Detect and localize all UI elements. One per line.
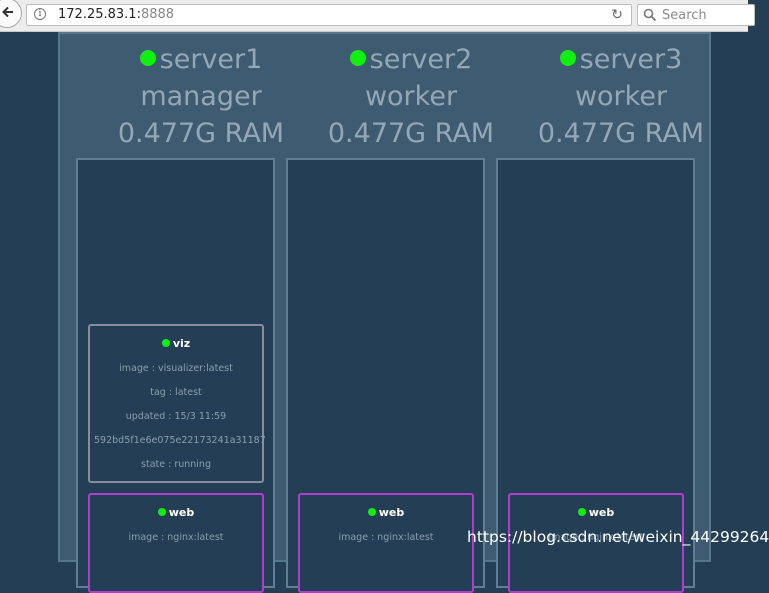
task-name: viz (90, 337, 262, 351)
status-dot-icon (559, 50, 576, 66)
status-dot-icon (349, 50, 366, 66)
task-name: web (510, 506, 682, 520)
node-name: server3 (579, 44, 683, 75)
task-card-web[interactable]: web image : nginx:latest (298, 493, 474, 593)
back-arrow-icon (2, 6, 13, 18)
task-tag: tag : latest (150, 387, 202, 398)
task-name-text: viz (172, 337, 191, 350)
node-title: server1 (101, 42, 301, 78)
node-role: worker (364, 81, 458, 112)
task-id: 592bd5f1e6e075e22173241a31187 (94, 435, 266, 446)
task-name: web (90, 506, 262, 520)
node-header-server1: server1 manager 0.477G RAM (101, 34, 301, 152)
url-text: 172.25.83.1:8888 (58, 7, 174, 22)
search-icon (643, 8, 657, 22)
url-port: 8888 (140, 7, 175, 22)
node-column-server2: web image : nginx:latest (286, 158, 485, 593)
task-image: image : nginx:latest (128, 532, 224, 543)
status-dot-icon (577, 508, 586, 516)
search-input[interactable]: Search (637, 4, 755, 26)
node-ram: 0.477G RAM (117, 118, 285, 149)
node-role: manager (140, 81, 262, 112)
task-card-web[interactable]: web image : nginx:latest (88, 493, 264, 593)
task-image: image : nginx:latest (548, 532, 644, 543)
task-name-text: web (378, 506, 405, 519)
url-bar[interactable]: i 172.25.83.1:8888 ↻ (26, 4, 632, 26)
task-updated: updated : 15/3 11:59 (125, 411, 227, 422)
node-header-server2: server2 worker 0.477G RAM (311, 34, 511, 152)
info-icon[interactable]: i (34, 8, 46, 20)
node-ram: 0.477G RAM (327, 118, 495, 149)
task-name: web (300, 506, 472, 520)
node-header-server3: server3 worker 0.477G RAM (521, 34, 721, 152)
task-card-viz[interactable]: viz image : visualizer:latest tag : late… (88, 324, 266, 483)
swarm-visualizer: server1 manager 0.477G RAM viz image : v… (58, 32, 711, 593)
watermark: https://blog.csdn.net/weixin_44299264 (467, 528, 769, 546)
browser-toolbar: i 172.25.83.1:8888 ↻ Search (0, 0, 755, 32)
task-image: image : nginx:latest (338, 532, 434, 543)
node-column-server1: viz image : visualizer:latest tag : late… (76, 158, 275, 593)
url-host: 172.25.83.1: (58, 7, 141, 22)
node-title: server3 (521, 42, 721, 78)
task-name-text: web (588, 506, 615, 519)
task-image: image : visualizer:latest (119, 363, 233, 374)
task-card-web[interactable]: web image : nginx:latest (508, 493, 684, 593)
status-dot-icon (139, 50, 156, 66)
node-column-server3: web image : nginx:latest (496, 158, 695, 593)
task-state: state : running (141, 459, 211, 470)
reload-icon[interactable]: ↻ (611, 7, 623, 23)
node-ram: 0.477G RAM (537, 118, 705, 149)
node-name: server1 (159, 44, 263, 75)
search-placeholder: Search (662, 8, 707, 23)
node-name: server2 (369, 44, 473, 75)
status-dot-icon (367, 508, 376, 516)
node-title: server2 (311, 42, 511, 78)
node-role: worker (574, 81, 668, 112)
status-dot-icon (161, 339, 170, 347)
status-dot-icon (157, 508, 166, 516)
task-name-text: web (168, 506, 195, 519)
back-button[interactable] (0, 0, 22, 28)
